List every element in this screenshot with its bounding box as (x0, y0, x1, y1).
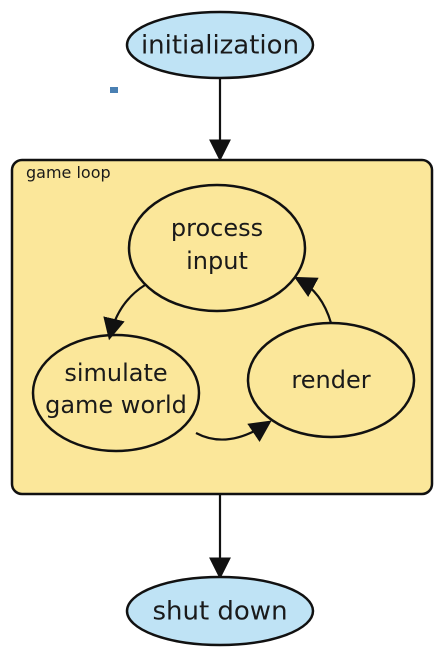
process-input-label-line2: input (186, 247, 248, 275)
small-marker-icon (110, 87, 118, 93)
process-input-node (127, 183, 307, 313)
shut-down-node (125, 575, 315, 647)
game-loop-label: game loop (26, 163, 111, 182)
initialization-label: initialization (141, 31, 299, 61)
simulate-label-line1: simulate (64, 359, 167, 387)
arrow-process-to-simulate (103, 284, 146, 341)
arrow-render-to-process (294, 276, 333, 324)
shut-down-label: shut down (152, 597, 287, 627)
process-input-label-line1: process (171, 214, 263, 242)
arrow-simulate-to-render (195, 420, 272, 442)
simulate-label-line2: game world (45, 391, 187, 419)
render-label: render (291, 366, 370, 394)
